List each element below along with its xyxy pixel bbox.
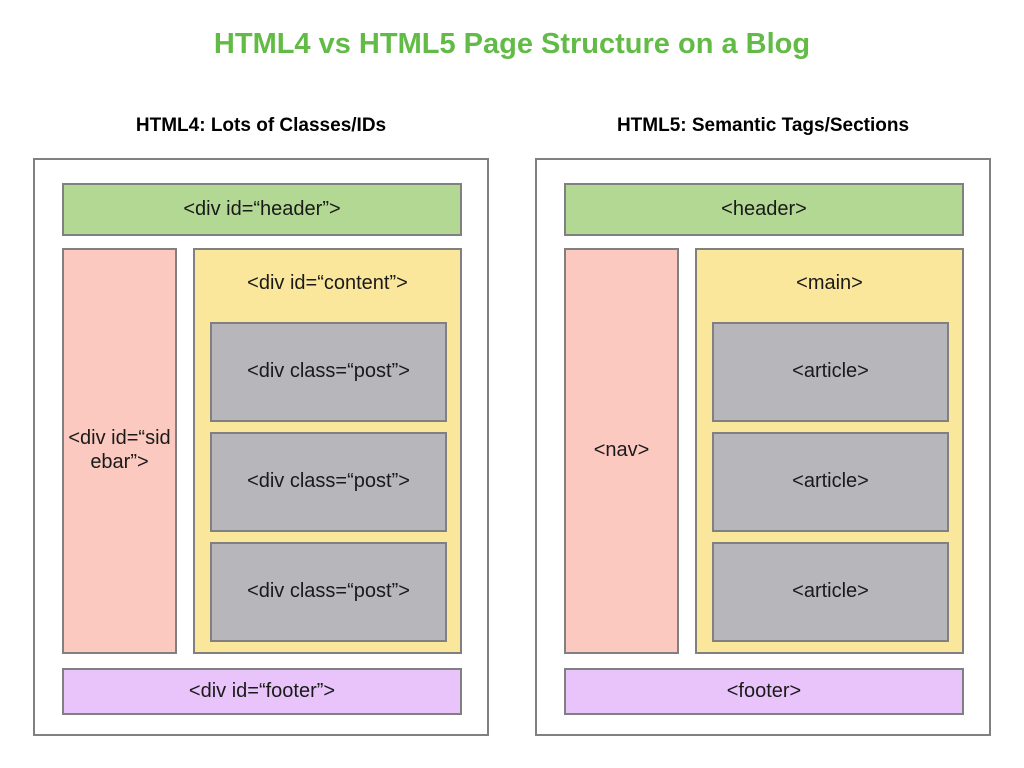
diagram-panel-html4: <div id=“header”> <div id=“sidebar”> <di… — [33, 158, 489, 736]
block-article-1-html5: <article> — [712, 322, 949, 422]
block-header-html5: <header> — [564, 183, 964, 236]
block-content-label-html4: <div id=“content”> — [247, 272, 408, 294]
block-content-html4: <div id=“content”> <div class=“post”> <d… — [193, 248, 462, 654]
diagram-panel-html5: <header> <nav> <main> <article> <article… — [535, 158, 991, 736]
block-article-2-html5: <article> — [712, 432, 949, 532]
column-heading-html4: HTML4: Lots of Classes/IDs — [135, 115, 387, 136]
block-footer-html4: <div id=“footer”> — [62, 668, 462, 715]
block-footer-html5: <footer> — [564, 668, 964, 715]
block-post-3-html4: <div class=“post”> — [210, 542, 447, 642]
page-title: HTML4 vs HTML5 Page Structure on a Blog — [213, 28, 811, 60]
block-main-label-html5: <main> — [796, 272, 863, 294]
block-sidebar-html4: <div id=“sidebar”> — [62, 248, 177, 654]
block-nav-html5: <nav> — [564, 248, 679, 654]
block-sidebar-label-html4: <div id=“sidebar”> — [68, 427, 171, 473]
block-main-html5: <main> <article> <article> <article> — [695, 248, 964, 654]
block-post-1-html4: <div class=“post”> — [210, 322, 447, 422]
block-article-3-html5: <article> — [712, 542, 949, 642]
block-header-html4: <div id=“header”> — [62, 183, 462, 236]
block-post-2-html4: <div class=“post”> — [210, 432, 447, 532]
column-heading-html5: HTML5: Semantic Tags/Sections — [616, 115, 910, 136]
block-nav-label-html5: <nav> — [593, 439, 650, 462]
